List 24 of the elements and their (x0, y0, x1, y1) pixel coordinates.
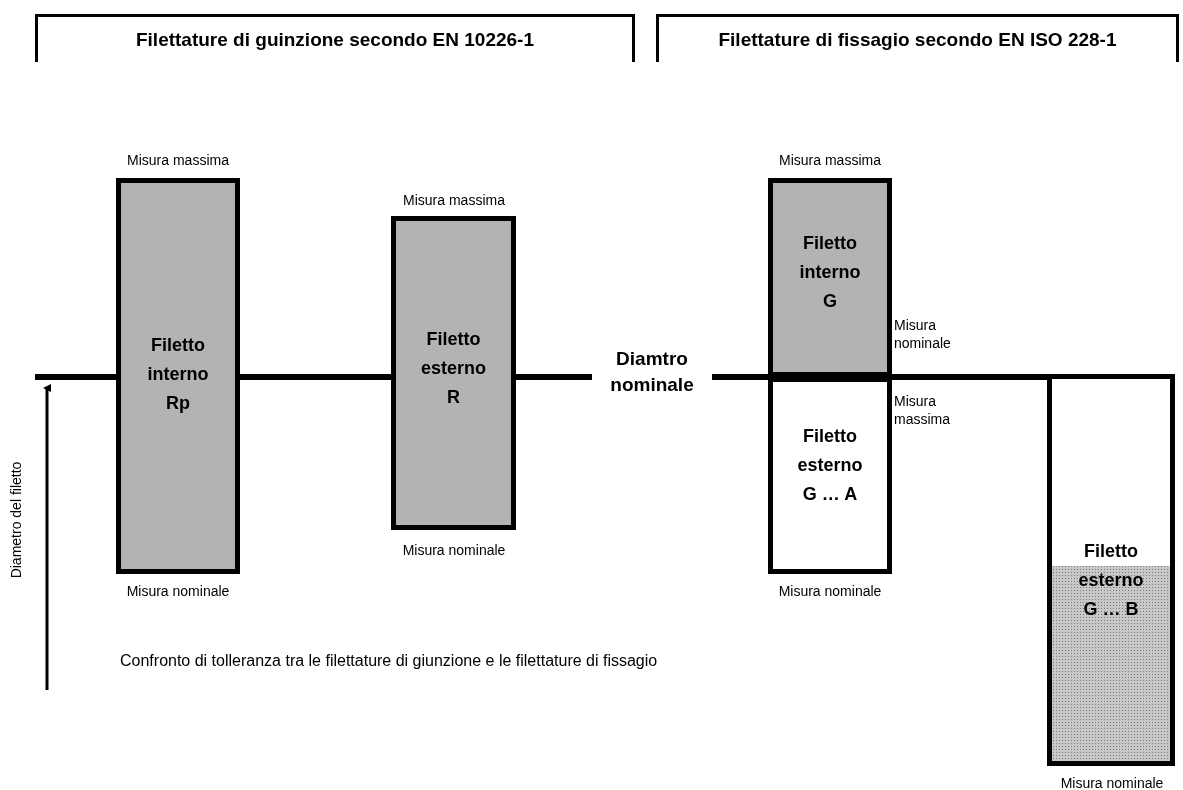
tolerance-limit-label: Misura massima (894, 392, 951, 428)
tolerance-limit-label: Misura massima (127, 151, 229, 169)
zone-label: Filetto interno Rp (146, 334, 210, 415)
caption: Confronto di tolleranza tra le filettature di giunzione e le filettature di fissagio (120, 652, 658, 670)
axis-label: Diametro del filetto (7, 461, 25, 579)
tolerance-limit-label: Misura nominale (1060, 774, 1164, 790)
zone-label: Filetto esterno G … B (1077, 540, 1145, 621)
tolerance-zone (768, 377, 892, 574)
tolerance-limit-label: Misura nominale (894, 316, 952, 352)
tolerance-limit-label: Misura nominale (402, 541, 506, 559)
tolerance-limit-label: Misura nominale (778, 582, 882, 600)
zone-label: Filetto esterno R (420, 328, 487, 409)
tolerance-limit-label: Misura massima (779, 151, 881, 169)
tolerance-zone (116, 178, 240, 574)
tolerance-zone (391, 216, 516, 530)
tolerance-zone (768, 178, 892, 377)
section-title: Filettature di guinzione secondo EN 10226-1 (136, 28, 534, 51)
zone-label: Filetto interno G (798, 232, 862, 313)
zone-label: Filetto esterno G … A (796, 425, 864, 506)
section-header (656, 14, 1179, 62)
tolerance-limit-label: Misura nominale (126, 582, 230, 600)
section-title: Filettature di fissagio secondo EN ISO 228-1 (718, 28, 1117, 51)
section-header (35, 14, 635, 62)
tolerance-limit-label: Misura massima (403, 191, 505, 209)
